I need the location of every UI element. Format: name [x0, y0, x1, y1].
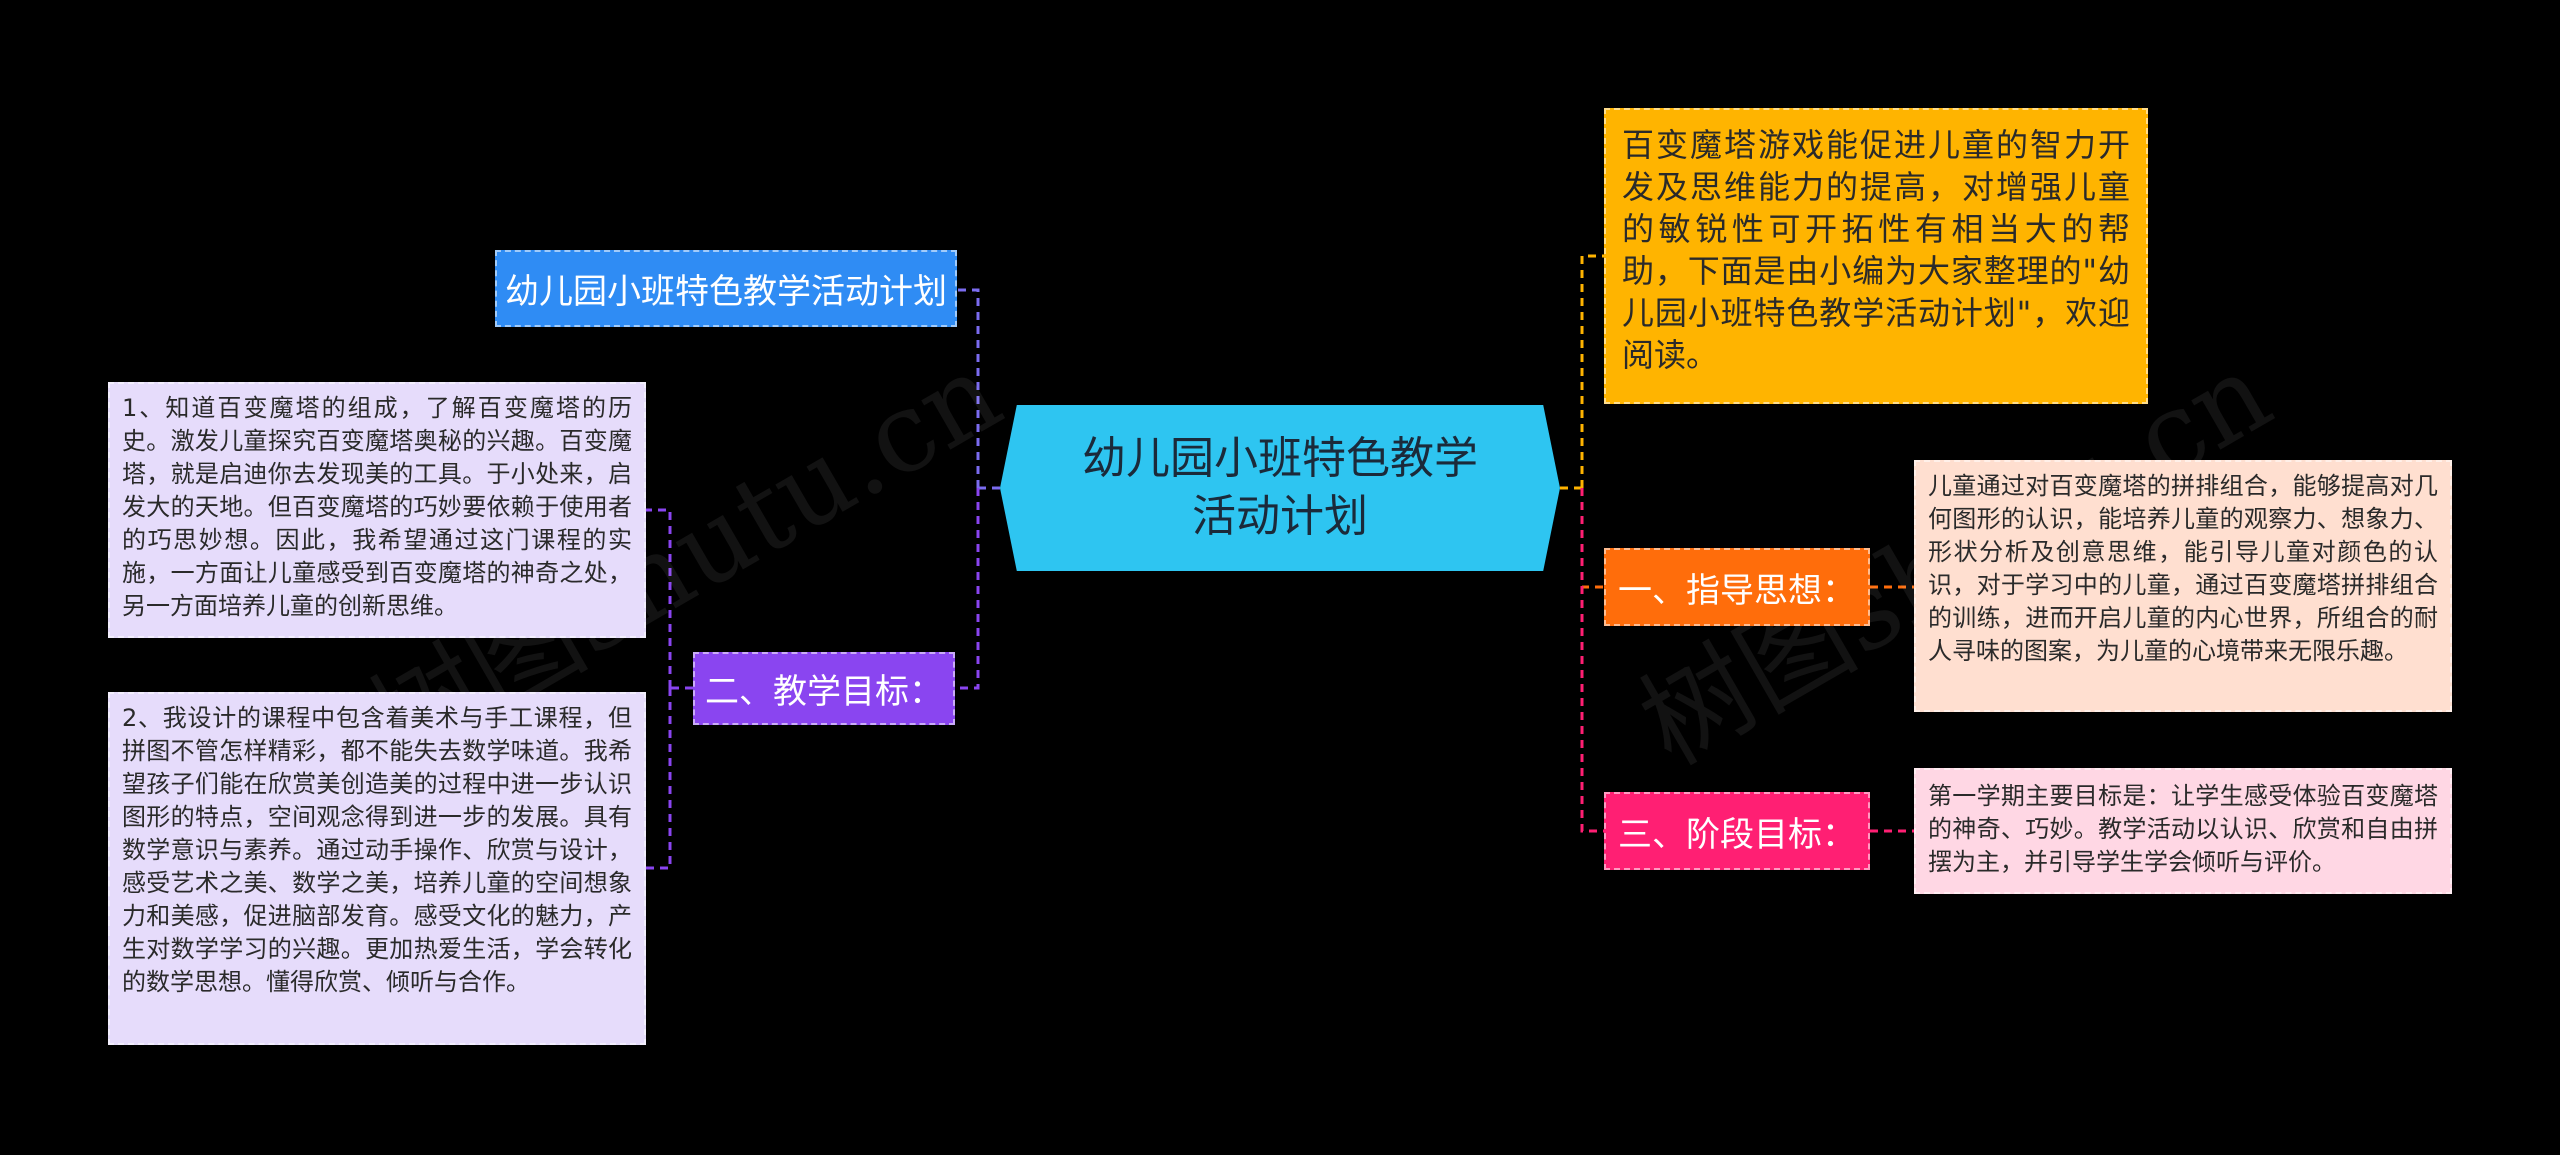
stage-goal-label: 三、阶段目标：	[1618, 814, 1856, 855]
teaching-goal-node[interactable]: 二、教学目标：	[693, 652, 955, 725]
goal-item-1-node[interactable]: 1、知道百变魔塔的组成，了解百变魔塔的历史。激发儿童探究百变魔塔奥秘的兴趣。百变…	[108, 382, 646, 638]
title-node[interactable]: 幼儿园小班特色教学活动计划	[495, 250, 957, 327]
guiding-idea-node[interactable]: 一、指导思想：	[1604, 548, 1870, 626]
guiding-idea-text-node[interactable]: 儿童通过对百变魔塔的拼排组合，能够提高对几何图形的认识，能培养儿童的观察力、想象…	[1914, 460, 2452, 712]
stage-goal-node[interactable]: 三、阶段目标：	[1604, 792, 1870, 870]
guiding-idea-label: 一、指导思想：	[1618, 570, 1856, 611]
title-node-label: 幼儿园小班特色教学活动计划	[505, 272, 947, 312]
central-topic-node[interactable]: 幼儿园小班特色教学活动计划	[1000, 405, 1560, 571]
intro-node[interactable]: 百变魔塔游戏能促进儿童的智力开发及思维能力的提高，对增强儿童的敏锐性可开拓性有相…	[1604, 108, 2148, 404]
central-topic-label: 幼儿园小班特色教学活动计划	[1082, 433, 1478, 542]
stage-goal-text-node[interactable]: 第一学期主要目标是：让学生感受体验百变魔塔的神奇、巧妙。教学活动以认识、欣赏和自…	[1914, 768, 2452, 894]
teaching-goal-label: 二、教学目标：	[705, 672, 943, 712]
goal-item-2-node[interactable]: 2、我设计的课程中包含着美术与手工课程，但拼图不管怎样精彩，都不能失去数学味道。…	[108, 692, 646, 1045]
